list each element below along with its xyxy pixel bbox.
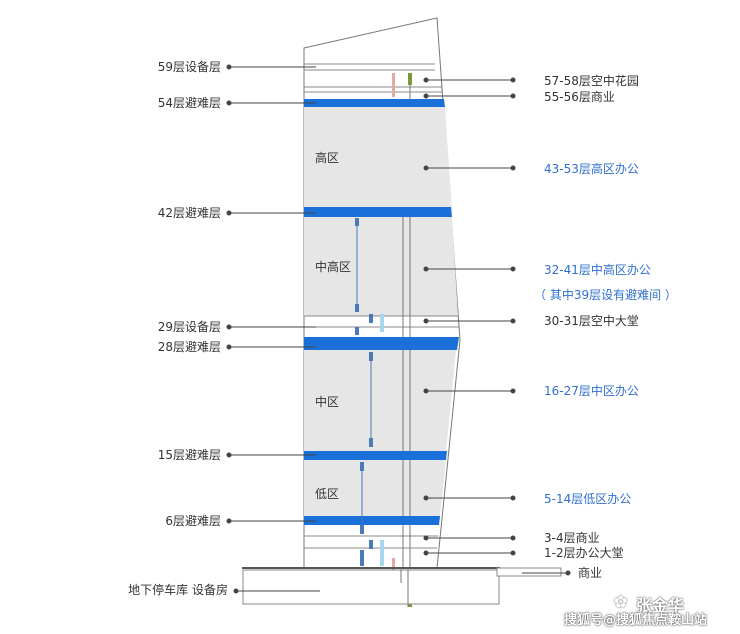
label-floor-6: 6层避难层 bbox=[165, 514, 221, 528]
watermark-author: 张金华 bbox=[636, 596, 685, 615]
label-sky-lobby: 30-31层空中大堂 bbox=[544, 314, 639, 328]
label-floor-29: 29层设备层 bbox=[157, 320, 221, 334]
basement bbox=[242, 569, 500, 605]
refuge-floor-42 bbox=[304, 207, 452, 217]
refuge-floors bbox=[304, 99, 459, 525]
zone-high-fill bbox=[304, 107, 452, 210]
elevator-car bbox=[360, 525, 364, 534]
label-floor-59: 59层设备层 bbox=[157, 60, 221, 74]
left-leader-lines bbox=[226, 64, 320, 594]
zone-high-label: 高区 bbox=[315, 151, 340, 165]
escalator-pink bbox=[392, 73, 395, 97]
elevator-car bbox=[369, 438, 373, 447]
label-floor-15: 15层避难层 bbox=[157, 448, 221, 462]
elevator-car bbox=[360, 462, 364, 471]
elevator-car bbox=[380, 540, 384, 566]
elevator-car bbox=[380, 314, 384, 332]
zone-low-label: 低区 bbox=[315, 487, 340, 501]
watermark-source: 搜狐号@搜狐焦点鞍山站 bbox=[564, 613, 708, 628]
elevator-car bbox=[369, 540, 373, 549]
label-office-midhigh-note: （ 其中39层设有避难间 ） bbox=[534, 288, 677, 302]
label-commercial-55-56: 55-56层商业 bbox=[544, 90, 615, 104]
label-floor-54: 54层避难层 bbox=[157, 96, 221, 110]
elevator-car bbox=[369, 314, 373, 323]
podium-commercial bbox=[496, 567, 562, 577]
zone-midhigh-label: 中高区 bbox=[315, 260, 352, 274]
label-floor-42: 42层避难层 bbox=[157, 206, 221, 220]
right-leader-lines bbox=[423, 77, 571, 576]
label-floor-28: 28层避难层 bbox=[157, 340, 221, 354]
refuge-floor-15 bbox=[304, 451, 447, 460]
refuge-floor-28 bbox=[304, 337, 459, 350]
refuge-floor-54 bbox=[304, 99, 445, 107]
zone-mid-label: 中区 bbox=[315, 395, 340, 409]
label-ground-lobby: 1-2层办公大堂 bbox=[544, 546, 624, 560]
label-podium-commercial: 商业 bbox=[578, 566, 603, 580]
elevator-car bbox=[355, 218, 359, 226]
zone-mid-fill bbox=[304, 350, 456, 452]
refuge-floor-6 bbox=[304, 516, 440, 525]
zone-midhigh-fill bbox=[304, 217, 458, 316]
elevator-green bbox=[408, 73, 412, 85]
elevator-car bbox=[360, 550, 364, 566]
label-office-high: 43-53层高区办公 bbox=[544, 162, 639, 176]
label-office-mid: 16-27层中区办公 bbox=[544, 384, 639, 398]
label-sky-garden: 57-58层空中花园 bbox=[544, 74, 639, 88]
label-basement: 地下停车库 设备房 bbox=[128, 583, 228, 597]
elevator-car bbox=[369, 352, 373, 361]
label-office-midhigh: 32-41层中高区办公 bbox=[544, 263, 651, 277]
label-office-low: 5-14层低区办公 bbox=[544, 492, 632, 506]
wechat-icon: ✿ bbox=[614, 592, 628, 611]
label-commercial-3-4: 3-4层商业 bbox=[544, 531, 600, 545]
elevator-car bbox=[355, 304, 359, 312]
elevator-car bbox=[355, 327, 359, 335]
core-shaft bbox=[402, 217, 411, 568]
